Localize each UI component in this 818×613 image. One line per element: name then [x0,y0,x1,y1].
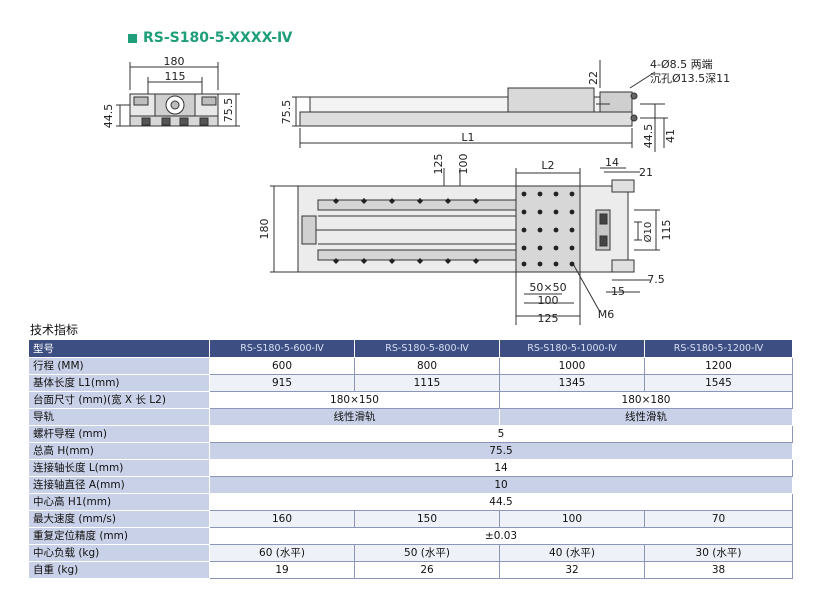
header-model: RS-S180-5-1000-Ⅳ [499,339,645,358]
end-height-left-dim: 44.5 [102,104,115,129]
header-model: RS-S180-5-1200-Ⅳ [644,339,793,358]
side-height-dim: 75.5 [280,100,293,125]
cell-value: 60 (水平) [209,544,355,562]
end-inner-width-dim: 115 [165,70,186,83]
spec-table: 型号 RS-S180-5-600-Ⅳ RS-S180-5-800-Ⅳ RS-S1… [28,339,793,579]
cell-value: 线性滑轨 [209,408,500,426]
top-l2-dim: L2 [541,159,554,172]
top-bottom-125-dim: 125 [538,312,559,325]
cell-value: 44.5 [209,493,793,511]
cell-value: 600 [209,357,355,375]
top-bottom-100-dim: 100 [538,294,559,307]
end-width-dim: 180 [164,55,185,68]
row-label: 自重 (kg) [28,561,210,579]
row-label: 行程 (MM) [28,357,210,375]
side-41-dim: 41 [664,129,677,143]
cell-value: ±0.03 [209,527,793,545]
cell-value: 30 (水平) [644,544,793,562]
row-label: 总高 H(mm) [28,442,210,460]
technical-drawing: 180 115 44.5 75.5 75.5 L1 22 4-Ø8.5 两端 沉… [102,55,730,325]
header-model: RS-S180-5-800-Ⅳ [354,339,500,358]
row-label: 重复定位精度 (mm) [28,527,210,545]
top-thread-note: M6 [598,308,615,321]
spec-row-lead: 螺杆导程 (mm) 5 [28,425,793,443]
top-width-dim: 180 [258,219,271,240]
cell-value: 32 [499,561,645,579]
spec-row-center-load: 中心负载 (kg) 60 (水平) 50 (水平) 40 (水平) 30 (水平… [28,544,793,562]
side-hole-note-2: 沉孔Ø13.5深11 [650,72,730,85]
cell-value: 26 [354,561,500,579]
cell-value: 50 (水平) [354,544,500,562]
row-label: 连接轴直径 A(mm) [28,476,210,494]
row-label: 中心高 H1(mm) [28,493,210,511]
cell-value: 40 (水平) [499,544,645,562]
page-title: RS-S180-5-XXXX-Ⅳ [128,30,292,46]
title-text: RS-S180-5-XXXX-Ⅳ [143,30,293,46]
cell-value: 100 [499,510,645,528]
side-hole-note-1: 4-Ø8.5 两端 [650,58,713,71]
cell-value: 180×180 [499,391,793,409]
cell-value: 5 [209,425,793,443]
end-view [116,62,240,127]
top-shaft-dim: Ø10 [642,222,654,243]
cell-value: 线性滑轨 [499,408,793,426]
spec-row-base-length: 基体长度 L1(mm) 915 1115 1345 1545 [28,374,793,392]
row-label: 导轨 [28,408,210,426]
top-grid-dim: 50×50 [529,281,566,294]
cell-value: 915 [209,374,355,392]
mounting-holes [333,191,575,267]
side-length-dim: L1 [461,131,474,144]
spec-row-shaft-length: 连接轴长度 L(mm) 14 [28,459,793,477]
header-model: RS-S180-5-600-Ⅳ [209,339,355,358]
top-view [270,167,660,325]
top-125-dim: 125 [432,154,445,175]
title-square-icon [128,33,137,43]
spec-row-repeatability: 重复定位精度 (mm) ±0.03 [28,527,793,545]
cell-value: 10 [209,476,793,494]
row-label: 螺杆导程 (mm) [28,425,210,443]
cell-value: 1545 [644,374,793,392]
spec-row-weight: 自重 (kg) 19 26 32 38 [28,561,793,579]
cell-value: 14 [209,459,793,477]
cell-value: 1000 [499,357,645,375]
spec-row-total-height: 总高 H(mm) 75.5 [28,442,793,460]
cell-value: 70 [644,510,793,528]
spec-row-center-height: 中心高 H1(mm) 44.5 [28,493,793,511]
row-label: 连接轴长度 L(mm) [28,459,210,477]
end-height-right-dim: 75.5 [222,98,235,123]
row-label: 基体长度 L1(mm) [28,374,210,392]
row-label: 最大速度 (mm/s) [28,510,210,528]
header-label: 型号 [28,339,210,358]
cell-value: 38 [644,561,793,579]
row-label: 台面尺寸 (mm)(宽 X 长 L2) [28,391,210,409]
spec-row-max-speed: 最大速度 (mm/s) 160 150 100 70 [28,510,793,528]
cell-value: 19 [209,561,355,579]
cell-value: 150 [354,510,500,528]
top-14-dim: 14 [605,156,619,169]
cell-value: 800 [354,357,500,375]
top-21-dim: 21 [639,166,653,179]
cell-value: 1200 [644,357,793,375]
spec-row-guide: 导轨 线性滑轨 线性滑轨 [28,408,793,426]
cell-value: 160 [209,510,355,528]
cell-value: 1345 [499,374,645,392]
side-view [292,60,668,152]
cell-value: 75.5 [209,442,793,460]
top-100-dim: 100 [457,154,470,175]
side-44-5-dim: 44.5 [642,124,655,149]
top-15-dim: 15 [611,285,625,298]
spec-heading: 技术指标 [30,323,79,337]
top-7-5-dim: 7.5 [647,273,665,286]
spec-row-stroke: 行程 (MM) 600 800 1000 1200 [28,357,793,375]
row-label: 中心负载 (kg) [28,544,210,562]
cell-value: 1115 [354,374,500,392]
spec-header-row: 型号 RS-S180-5-600-Ⅳ RS-S180-5-800-Ⅳ RS-S1… [28,339,793,358]
top-115-dim: 115 [660,220,673,241]
cell-value: 180×150 [209,391,500,409]
spec-row-shaft-diameter: 连接轴直径 A(mm) 10 [28,476,793,494]
side-22-dim: 22 [587,71,600,85]
spec-row-table-size: 台面尺寸 (mm)(宽 X 长 L2) 180×150 180×180 [28,391,793,409]
